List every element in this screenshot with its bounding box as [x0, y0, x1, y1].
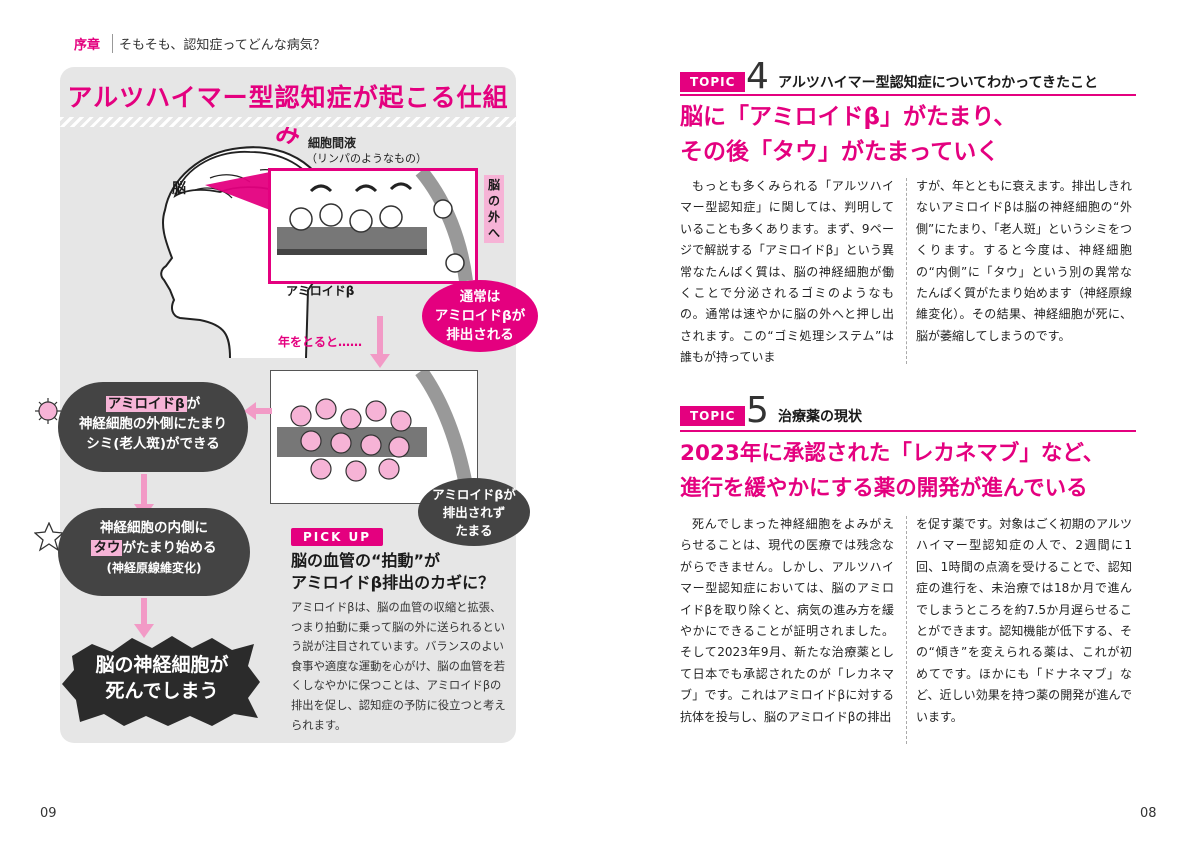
topic5-col1: 死んでしまった神経細胞をよみがえらせることは、現代の医療では残念ながらできません…	[680, 517, 894, 724]
normal-callout-line1: 通常は	[459, 289, 501, 305]
step3-line2: 死んでしまう	[105, 680, 219, 702]
step2-tau-highlight: タウ	[91, 540, 123, 556]
brain-label: 脳	[172, 181, 186, 197]
accum-callout-line2: 排出されず	[442, 505, 506, 520]
accum-callout-line1: アミロイドβが	[432, 487, 516, 502]
fluid-sublabel: （リンパのようなもの）	[306, 152, 427, 165]
hatch-divider	[60, 117, 516, 127]
topic4-title: 脳に「アミロイドβ」がたまり、 その後「タウ」がたまっていく	[680, 100, 1140, 170]
step1-amyloid-highlight: アミロイドβ	[105, 396, 187, 412]
pickup-title-line1: 脳の血管の“拍動”が	[291, 551, 441, 570]
topic5-number: 5	[746, 390, 769, 431]
outward-label: 脳の外へ	[484, 175, 504, 243]
chapter-label: 序章	[74, 38, 101, 53]
page-number-left: 09	[40, 806, 57, 821]
chapter-subtitle: そもそも、認知症ってどんな病気？	[112, 34, 326, 53]
step3-line1: 脳の神経細胞が	[95, 654, 229, 676]
death-burst-shape	[62, 636, 260, 726]
aging-label: 年をとると……	[278, 335, 363, 349]
topic5-col2: を促す薬です。対象はごく初期のアルツハイマー型認知症の人で、2週間に1回、1時間…	[916, 517, 1132, 724]
step3-text: 脳の神経細胞が 死んでしまう	[62, 652, 262, 704]
topic5-title-line2: 進行を緩やかにする薬の開発が進んでいる	[680, 476, 1088, 501]
step2-line3: (神経原線維変化)	[106, 561, 202, 575]
topic5-title: 2023年に承認された「レカネマブ」など、 進行を緩やかにする薬の開発が進んでい…	[680, 436, 1150, 506]
step2-line1: 神経細胞の内側に	[100, 520, 208, 536]
pickup-title-line2: アミロイドβ排出のカギに？	[291, 573, 495, 592]
normal-callout-line2: アミロイドβが	[434, 308, 526, 324]
accumulation-box	[270, 366, 478, 505]
topic5-tag: TOPIC	[680, 406, 746, 426]
topic5-col-divider	[906, 516, 907, 744]
topic4-rule	[680, 94, 1136, 96]
accumulation-illustration	[277, 366, 476, 505]
pickup-body: アミロイドβは、脳の血管の収縮と拡張、つまり拍動に乗って脳の外に送られるという説…	[291, 601, 506, 732]
topic4-title-line2: その後「タウ」がたまっていく	[680, 139, 1000, 165]
topic4-col-divider	[906, 178, 907, 364]
step1-line3: シミ(老人斑)ができる	[86, 436, 220, 452]
page-number-right: 08	[1140, 806, 1157, 821]
pickup-title: 脳の血管の“拍動”が アミロイドβ排出のカギに？	[291, 550, 494, 594]
step2-line2: がたまり始める	[122, 540, 217, 556]
step2-bubble: 神経細胞の内側に タウがたまり始める (神経原線維変化)	[58, 508, 250, 596]
normal-state-illustration	[277, 166, 473, 282]
topic4-number: 4	[746, 56, 769, 97]
accumulation-callout: アミロイドβが 排出されず たまる	[418, 478, 530, 546]
normal-callout: 通常は アミロイドβが 排出される	[422, 280, 538, 352]
accum-callout-line3: たまる	[455, 523, 493, 538]
fluid-label: 細胞間液	[308, 136, 357, 150]
down-arrow-icon	[370, 316, 390, 368]
normal-state-box	[268, 166, 478, 284]
topic4-col2: すが、年とともに衰えます。排出しきれないアミロイドβは脳の神経細胞の“外側”にた…	[916, 179, 1132, 343]
step1-particle: が	[186, 396, 201, 412]
amyloid-spiky-icon	[35, 398, 61, 424]
topic5-title-line1: 2023年に承認された「レカネマブ」など、	[680, 441, 1105, 466]
amyloid-label: アミロイドβ	[286, 284, 355, 298]
topic4-tag: TOPIC	[680, 72, 746, 92]
topic4-col1: もっとも多くみられる「アルツハイマー型認知症」に関しては、判明していることも多く…	[680, 179, 894, 365]
topic4-heading: アルツハイマー型認知症についてわかってきたこと	[778, 75, 1099, 91]
step1-line2: 神経細胞の外側にたまり	[78, 416, 228, 432]
topic5-heading: 治療薬の現状	[778, 409, 862, 425]
normal-callout-line3: 排出される	[446, 327, 514, 343]
pickup-tag: PICK UP	[291, 528, 384, 546]
tau-star-icon	[34, 522, 64, 552]
topic4-title-line1: 脳に「アミロイドβ」がたまり、	[680, 104, 1017, 130]
topic5-rule	[680, 430, 1136, 432]
down-arrow-icon	[134, 598, 154, 638]
diagram-title: アルツハイマー型認知症が起こる仕組み	[67, 83, 509, 148]
left-arrow-icon	[244, 402, 272, 420]
